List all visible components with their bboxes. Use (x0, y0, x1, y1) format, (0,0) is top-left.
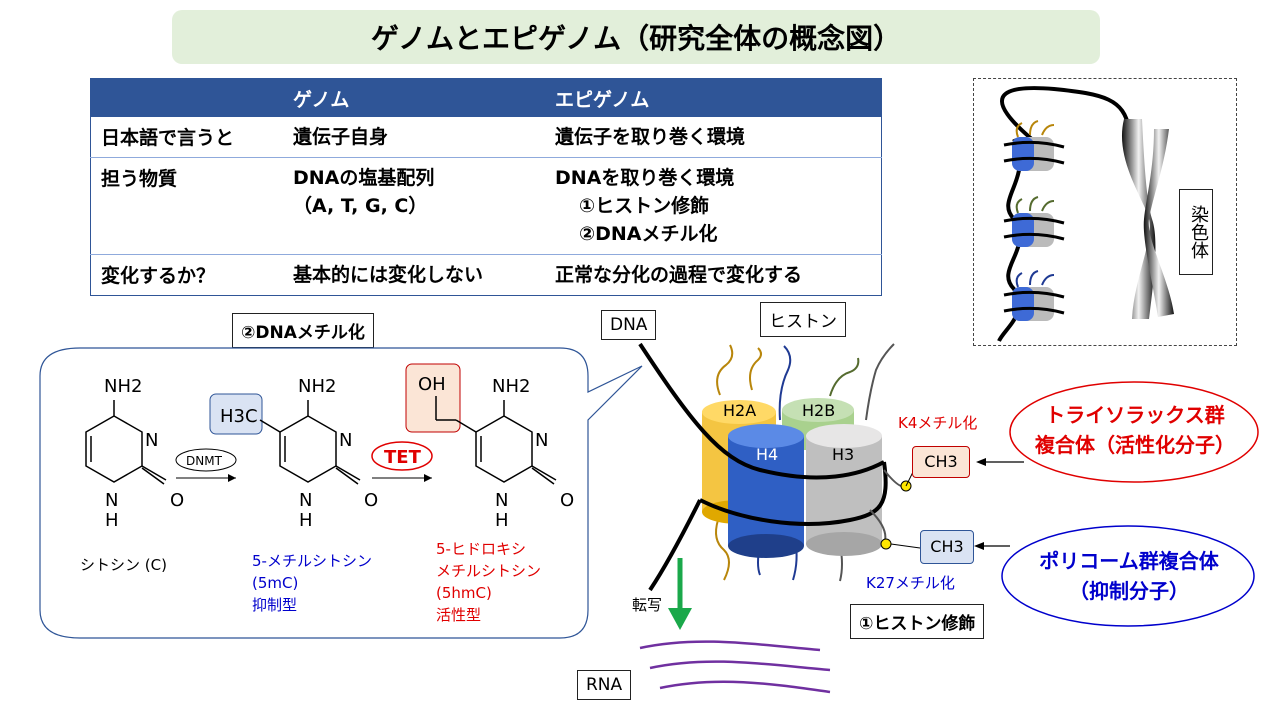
epigenome-cell: 遺伝子を取り巻く環境 (545, 117, 882, 158)
dna-methylation-label: ②DNAメチル化 (232, 313, 374, 348)
svg-text:H: H (299, 510, 313, 531)
transcription-label: 転写 (632, 596, 662, 614)
trithorax-complex-label: トライソラックス群 複合体（活性化分子） (1035, 403, 1235, 457)
polycomb-complex-label: ポリコーム群複合体 （抑制分子） (1039, 549, 1219, 603)
h3c-text: H3C (220, 406, 258, 427)
hmc-type: 活性型 (436, 606, 481, 624)
genome-cell: DNAの塩基配列 （A, T, G, C） (283, 157, 545, 255)
epigenome-cell: DNAを取り巻く環境 ①ヒストン修飾 ②DNAメチル化 (545, 157, 882, 255)
row-label: 変化するか？ (101, 265, 216, 287)
row-label: 日本語で言うと (90, 117, 283, 158)
hmc-abbr: (5hmC) (436, 584, 492, 602)
nucleosome-icon (1003, 120, 1065, 171)
comparison-table: ゲノム エピゲノム 日本語で言うと 遺伝子自身 遺伝子を取り巻く環境 担う物質 … (90, 78, 882, 296)
h4-text: H4 (756, 445, 778, 464)
epigenome-cell: 正常な分化の過程で変化する (555, 264, 803, 286)
nucleosome-icon (1003, 270, 1065, 321)
tet-label: TET (384, 447, 422, 468)
svg-text:H: H (495, 510, 509, 531)
h3-text: H3 (832, 445, 854, 464)
svg-text:N: N (495, 490, 508, 511)
histone-label: ヒストン (760, 302, 846, 337)
nh-n-text: N (105, 490, 118, 511)
dnmt-label: DNMT (186, 454, 223, 468)
row-label: 担う物質 (90, 157, 283, 255)
rna-label: RNA (577, 670, 632, 700)
oh-text: OH (418, 374, 446, 395)
o-text: O (170, 490, 184, 511)
dna-strand (638, 342, 885, 480)
cytosine-structure (85, 400, 167, 485)
rna-strands (639, 640, 831, 694)
speech-bubble (39, 347, 643, 639)
chromosome-icon (1121, 119, 1174, 319)
chromosome-label: 染色体 (1179, 189, 1213, 275)
chromosome-panel: 染色体 (973, 78, 1237, 346)
cytosine-caption: シトシン (C) (80, 556, 167, 574)
page-title: ゲノムとエピゲノム（研究全体の概念図） (172, 10, 1100, 64)
mc-abbr: (5mC) (252, 574, 298, 592)
table-row: 変化するか？ 基本的には変化しない 正常な分化の過程で変化する (91, 255, 882, 296)
svg-text:NH2: NH2 (298, 376, 336, 397)
k4-methylation-label: K4メチル化 (898, 414, 978, 432)
chromosome-illustration (997, 86, 1174, 342)
histone-h3 (806, 424, 882, 556)
hmc-name2: メチルシトシン (436, 562, 541, 580)
mc-name: 5-メチルシトシン (252, 552, 372, 570)
table-header-epigenome: エピゲノム (545, 78, 882, 117)
hmc-name1: 5-ヒドロキシ (436, 540, 526, 558)
svg-text:O: O (560, 490, 574, 511)
h2b-text: H2B (802, 401, 835, 420)
nucleosome-icon (1003, 196, 1065, 247)
table-header-row: ゲノム エピゲノム (90, 78, 882, 117)
h2a-text: H2A (723, 401, 756, 420)
genome-cell: 基本的には変化しない (293, 264, 484, 286)
histone-modification-label: ①ヒストン修飾 (850, 604, 985, 639)
table-header-empty (90, 78, 283, 117)
genome-cell: 遺伝子自身 (283, 117, 545, 158)
mc-type: 抑制型 (252, 596, 297, 614)
table-row: 日本語で言うと 遺伝子自身 遺伝子を取り巻く環境 (90, 117, 882, 158)
histone-h4 (728, 424, 804, 558)
k27-methylation-label: K27メチル化 (866, 574, 955, 592)
ch3-k4-badge: CH3 (912, 446, 970, 478)
svg-text:N: N (535, 430, 548, 451)
table-row: 担う物質 DNAの塩基配列 （A, T, G, C） DNAを取り巻く環境 ①ヒ… (90, 157, 882, 255)
dna-label: DNA (601, 310, 657, 340)
nh-h-text: H (105, 510, 119, 531)
svg-text:O: O (364, 490, 378, 511)
svg-text:NH2: NH2 (492, 376, 530, 397)
svg-text:N: N (299, 490, 312, 511)
ch3-k27-badge: CH3 (920, 530, 974, 564)
svg-text:N: N (339, 430, 352, 451)
table-header-genome: ゲノム (283, 78, 545, 117)
nh2-text: NH2 (104, 376, 142, 397)
n-text: N (145, 430, 158, 451)
